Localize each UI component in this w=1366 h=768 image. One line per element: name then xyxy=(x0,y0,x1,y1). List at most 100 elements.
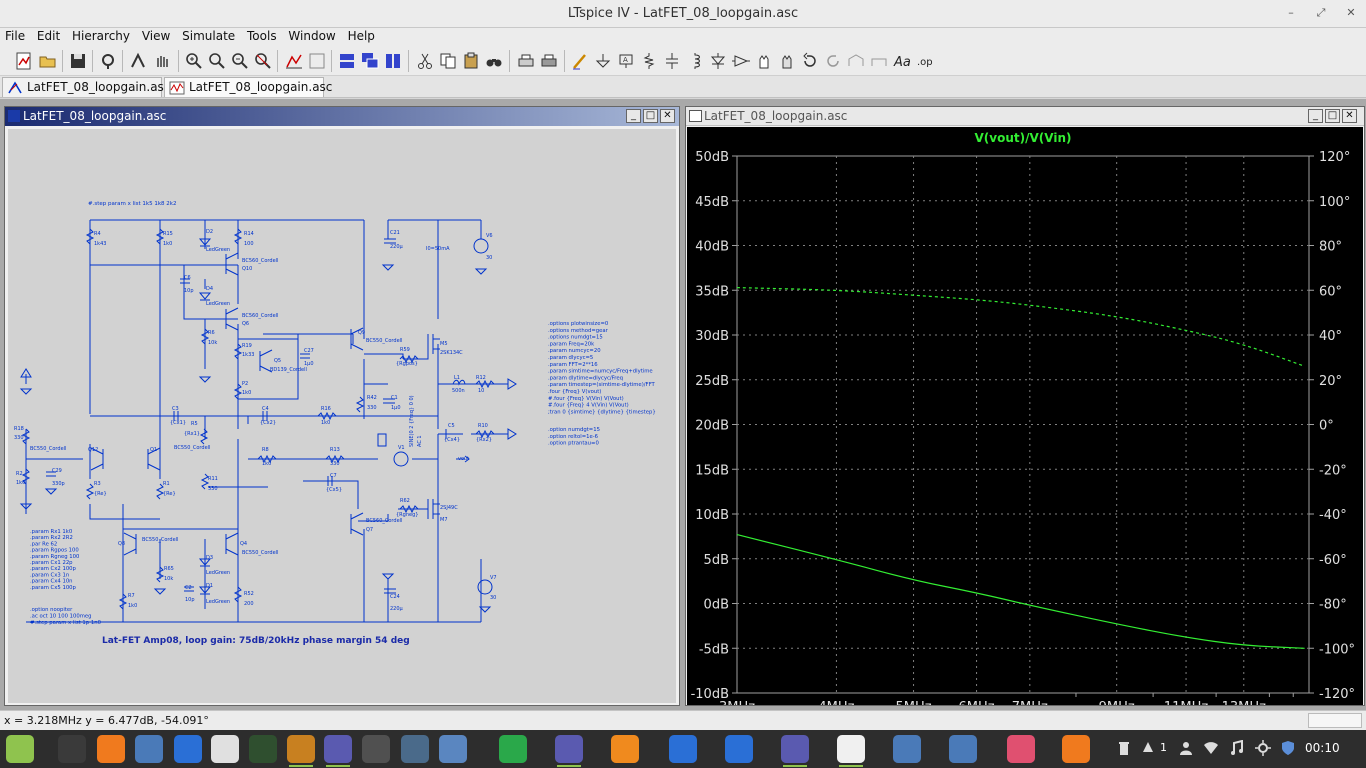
pan-icon[interactable] xyxy=(207,51,227,71)
control-panel-icon[interactable] xyxy=(98,51,118,71)
capacitor-icon[interactable] xyxy=(662,51,682,71)
notifications-icon[interactable] xyxy=(1140,740,1156,756)
firefox-icon[interactable] xyxy=(97,735,125,763)
restore-button[interactable]: ⤢ xyxy=(1316,6,1326,19)
paste-icon[interactable] xyxy=(461,51,481,71)
bode-plot[interactable]: 50dB45dB40dB35dB30dB25dB20dB15dB10dB5dB0… xyxy=(687,127,1363,715)
status-bar: x = 3.218MHz y = 6.477dB, -54.091° xyxy=(0,710,1366,730)
ltspice-cursor-icon[interactable] xyxy=(324,735,352,767)
status-panel xyxy=(1308,713,1362,728)
bluetooth-icon[interactable] xyxy=(174,735,202,763)
photos-icon[interactable] xyxy=(1007,735,1035,763)
redo-icon[interactable] xyxy=(823,51,843,71)
waveform-close-button[interactable]: ✕ xyxy=(1342,109,1357,123)
copy-icon[interactable] xyxy=(438,51,458,71)
mirror-icon[interactable] xyxy=(869,51,889,71)
halt-icon[interactable] xyxy=(152,51,172,71)
mint-menu-icon[interactable] xyxy=(6,735,34,763)
menu-file[interactable]: File xyxy=(5,29,26,43)
menu-simulate[interactable]: Simulate xyxy=(182,29,236,43)
find-icon[interactable] xyxy=(484,51,504,71)
menu-view[interactable]: View xyxy=(141,29,171,43)
writer-icon[interactable] xyxy=(725,735,753,763)
user-icon[interactable] xyxy=(1178,740,1194,756)
menu-edit[interactable]: Edit xyxy=(36,29,61,43)
brightness-icon[interactable] xyxy=(1255,740,1271,756)
wifi-icon[interactable] xyxy=(1203,740,1219,756)
y-right-tick-label: 120° xyxy=(1319,150,1350,165)
music-icon[interactable] xyxy=(1229,739,1245,756)
schematic-canvas[interactable]: #.step param x list 1k5 1k8 2k2 I0=50mA … xyxy=(8,129,676,703)
rotate-icon[interactable] xyxy=(846,51,866,71)
terminal-icon[interactable] xyxy=(58,735,86,763)
firefox2-icon[interactable] xyxy=(1062,735,1090,763)
mail2-icon[interactable] xyxy=(893,735,921,763)
zoom-out-icon[interactable] xyxy=(230,51,250,71)
autorange-icon[interactable] xyxy=(307,51,327,71)
menu-tools[interactable]: Tools xyxy=(247,29,277,43)
resistor-icon[interactable] xyxy=(639,51,659,71)
camera-icon[interactable] xyxy=(401,735,429,763)
zoom-fit-icon[interactable] xyxy=(253,51,273,71)
schematic-window[interactable]: LatFET_08_loopgain.asc _ □ ✕ xyxy=(4,106,680,706)
zoom-in-icon[interactable] xyxy=(184,51,204,71)
trace-label[interactable]: V(vout)/V(Vin) xyxy=(975,131,1072,145)
ground-icon[interactable] xyxy=(593,51,613,71)
menu-hierarchy[interactable]: Hierarchy xyxy=(72,29,131,43)
plot-settings-icon[interactable] xyxy=(284,51,304,71)
tile-vertical-icon[interactable] xyxy=(383,51,403,71)
new-schematic-icon[interactable] xyxy=(14,51,34,71)
close-button[interactable]: ✕ xyxy=(1346,6,1356,19)
ltspice-cursor2-icon[interactable] xyxy=(555,735,583,767)
window-icon[interactable] xyxy=(362,735,390,763)
cut-icon[interactable] xyxy=(415,51,435,71)
trash-icon[interactable] xyxy=(1116,740,1132,756)
ltspice-schematic-icon[interactable] xyxy=(287,735,315,767)
minimize-button[interactable]: – xyxy=(1288,6,1294,19)
settings-icon[interactable] xyxy=(837,735,865,767)
ltspice-cursor3-icon[interactable] xyxy=(781,735,809,767)
schematic-window-caption[interactable]: LatFET_08_loopgain.asc _ □ ✕ xyxy=(5,107,679,126)
cascade-icon[interactable] xyxy=(360,51,380,71)
scope-icon[interactable] xyxy=(249,735,277,763)
print-icon[interactable] xyxy=(539,51,559,71)
shield-icon[interactable] xyxy=(1280,740,1296,756)
menu-help[interactable]: Help xyxy=(347,29,375,43)
schematic-maximize-button[interactable]: □ xyxy=(643,109,658,123)
move-icon[interactable] xyxy=(754,51,774,71)
waveform-minimize-button[interactable]: _ xyxy=(1308,109,1323,123)
print-setup-icon[interactable] xyxy=(516,51,536,71)
run-icon[interactable] xyxy=(128,51,148,71)
schematic-drawing[interactable]: #.step param x list 1k5 1k8 2k2 I0=50mA … xyxy=(8,129,676,703)
mail3-icon[interactable] xyxy=(949,735,977,763)
mail-icon[interactable] xyxy=(135,735,163,763)
menu-window[interactable]: Window xyxy=(288,29,336,43)
chrome-icon[interactable] xyxy=(211,735,239,763)
clock[interactable]: 00:10 xyxy=(1305,741,1340,755)
tab-waveform[interactable]: LatFET_08_loopgain.asc xyxy=(164,77,332,97)
undo-icon[interactable] xyxy=(800,51,820,71)
media-player-icon[interactable] xyxy=(611,735,639,763)
schematic-close-button[interactable]: ✕ xyxy=(660,109,675,123)
diode-icon[interactable] xyxy=(708,51,728,71)
tile-horizontal-icon[interactable] xyxy=(337,51,357,71)
inductor-icon[interactable] xyxy=(685,51,705,71)
bluetooth2-icon[interactable] xyxy=(669,735,697,763)
drive-icon[interactable] xyxy=(439,735,467,763)
text-icon[interactable]: Aa xyxy=(892,51,912,71)
tab-schematic[interactable]: LatFET_08_loopgain.asc xyxy=(2,77,170,97)
draw-wire-icon[interactable] xyxy=(570,51,590,71)
save-icon[interactable] xyxy=(68,51,88,71)
label-net-icon[interactable]: A xyxy=(616,51,636,71)
waveform-maximize-button[interactable]: □ xyxy=(1325,109,1340,123)
drag-icon[interactable] xyxy=(777,51,797,71)
y-left-tick-label: 25dB xyxy=(695,374,729,389)
spice-directive-icon[interactable]: .op xyxy=(915,51,935,71)
schematic-minimize-button[interactable]: _ xyxy=(626,109,641,123)
waveform-window-caption[interactable]: LatFET_08_loopgain.asc _ □ ✕ xyxy=(686,107,1364,126)
open-icon[interactable] xyxy=(38,51,58,71)
component-icon[interactable] xyxy=(731,51,751,71)
spreadsheet-icon[interactable] xyxy=(499,735,527,763)
